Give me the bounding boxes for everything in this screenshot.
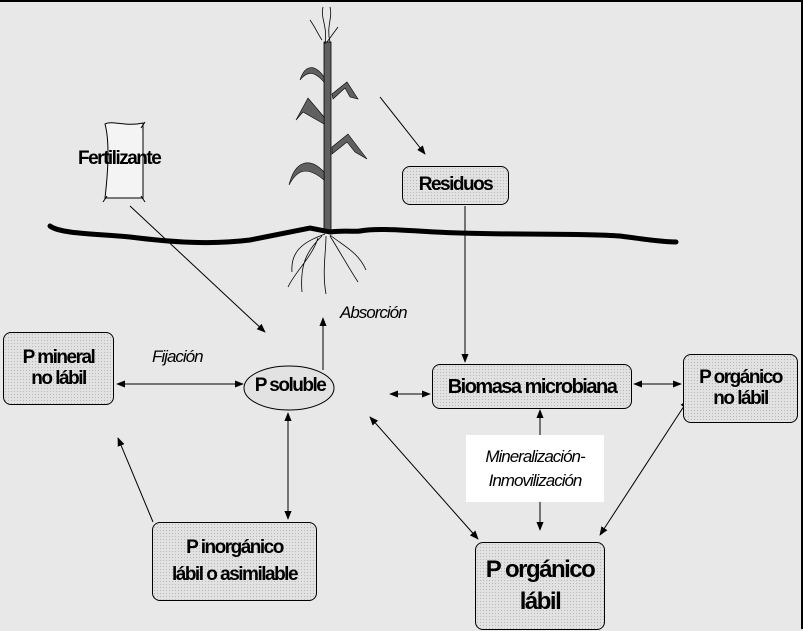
p-organico-no-labil-line1: P orgánico	[699, 366, 783, 388]
p-mineral-box: P mineral no lábil	[3, 332, 114, 405]
p-mineral-label-line2: no lábil	[31, 367, 87, 389]
soil-surface-line	[47, 223, 679, 246]
arrow-fertilizante-to-psoluble	[129, 205, 266, 333]
fijacion-label: Fijación	[152, 347, 204, 366]
residuos-label: Residuos	[418, 174, 494, 196]
plant-icon	[288, 6, 368, 233]
absorcion-label: Absorción	[340, 303, 408, 322]
roots-icon	[287, 233, 367, 295]
mineralizacion-label-box: Mineralización- Inmovilización	[466, 435, 604, 502]
fertilizer-bag-icon	[102, 121, 146, 203]
p-organico-no-labil-line2: no lábil	[713, 387, 769, 409]
arrow-plant-to-residuos	[379, 96, 426, 155]
p-inorganico-line1: P inorgánico	[186, 536, 284, 558]
biomasa-box: Biomasa microbiana	[432, 364, 632, 409]
mineralizacion-line1: Mineralización-	[485, 446, 585, 466]
p-organico-no-labil-box: P orgánico no lábil	[683, 354, 798, 423]
p-soluble-ellipse	[243, 365, 335, 411]
p-organico-labil-box: P orgánico lábil	[475, 542, 605, 630]
fertilizante-label: Fertilizante	[78, 148, 162, 169]
p-mineral-label-line1: P mineral	[22, 346, 96, 368]
mineralizacion-line2: Inmovilización	[488, 470, 583, 490]
arrow-pinorganico-to-pmineral	[117, 437, 154, 523]
p-soluble-label: P soluble	[254, 375, 327, 396]
arrow-psoluble-porganico-labil	[369, 416, 479, 540]
biomasa-label: Biomasa microbiana	[447, 375, 618, 398]
p-organico-labil-line2: lábil	[519, 588, 562, 615]
arrow-porganico-nolabil-labil	[599, 399, 689, 536]
p-organico-labil-line1: P orgánico	[485, 555, 596, 583]
p-inorganico-box: P inorgánico lábil o asimilable	[152, 522, 317, 601]
residuos-box: Residuos	[402, 166, 509, 205]
p-inorganico-line2: lábil o asimilable	[171, 563, 299, 585]
